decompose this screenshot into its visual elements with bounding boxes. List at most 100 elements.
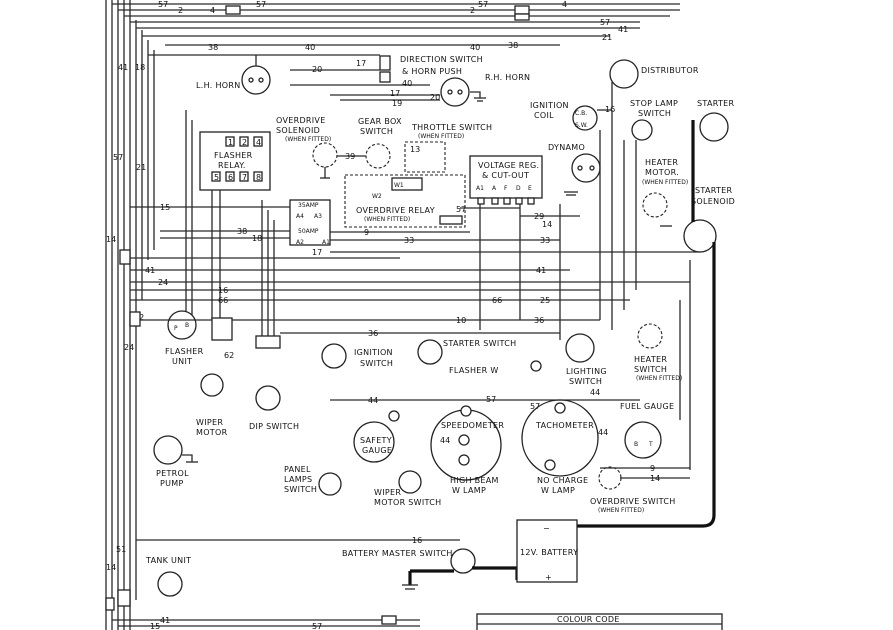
when-fitted-note: (WHEN FITTED)	[285, 136, 331, 143]
wire-number: 57	[486, 395, 496, 404]
high-beam-label-2: W LAMP	[452, 486, 486, 495]
od-terminal: W2	[372, 193, 382, 200]
coil-cb-terminal: C.B.	[575, 110, 587, 117]
lighting-switch-label-2: SWITCH	[569, 377, 602, 386]
lighting-switch-label: LIGHTING	[566, 367, 607, 376]
stop-lamp-switch: STOP LAMP SWITCH	[630, 99, 678, 141]
safety-gauge: SAFETY GAUGE 44	[330, 396, 500, 463]
wire-number: 57	[478, 0, 488, 9]
wire-number: 41	[145, 266, 155, 275]
flasher-wlamp-label: FLASHER W	[449, 366, 499, 375]
starter-solenoid-label: STARTER	[695, 186, 733, 195]
starter-switch: STARTER SWITCH 10 36	[130, 316, 600, 365]
wire-number: 40	[470, 43, 480, 52]
wire-number: 10	[456, 316, 466, 325]
wiper-motor: WIPER MOTOR 62	[196, 351, 234, 437]
wire-number: 16	[412, 536, 422, 545]
overdrive-solenoid: OVERDRIVE SOLENOID (WHEN FITTED)	[276, 116, 338, 179]
ignition-coil: IGNITION COIL C.B. S.W. 16	[530, 101, 615, 131]
voltage-reg-label: VOLTAGE REG.	[478, 161, 539, 170]
ignition-switch-label: IGNITION	[354, 348, 393, 357]
wiper-motor-switch: WIPER MOTOR SWITCH	[374, 470, 441, 507]
wire-number: 44	[598, 428, 608, 437]
wire-number: 66	[492, 296, 502, 305]
battery-master-switch: BATTERY MASTER SWITCH 16	[136, 536, 519, 590]
relay-terminal: 1	[228, 138, 233, 147]
overdrive-switch: OVERDRIVE SWITCH (WHEN FITTED) 9 14	[590, 464, 690, 514]
starter-label: STARTER	[697, 99, 735, 108]
no-charge-label: NO CHARGE	[537, 476, 588, 485]
wire-number: 19	[392, 99, 402, 108]
relay-terminal: A1	[322, 239, 330, 246]
vr-terminal: A1	[476, 185, 484, 192]
wire-number: 41	[160, 616, 170, 625]
starter-solenoid: STARTER SOLENOID	[555, 120, 735, 528]
wire-number: 16	[605, 105, 615, 114]
colour-code-table: COLOUR CODE	[476, 613, 723, 630]
flasher-relay-label: FLASHER	[214, 151, 253, 160]
tank-unit: TANK UNIT	[145, 556, 191, 597]
wire-number: 17	[312, 248, 322, 257]
wire-number: 66	[218, 296, 228, 305]
relay-terminal: 8	[256, 173, 261, 182]
fuse-rating: 35AMP	[298, 202, 319, 209]
fuel-terminal: B	[634, 441, 638, 448]
flasher-unit-label: FLASHER	[165, 347, 204, 356]
gear-box-switch: GEAR BOX SWITCH 39	[337, 117, 402, 169]
vr-terminal: D	[516, 185, 521, 192]
throttle-switch: THROTTLE SWITCH (WHEN FITTED) 13	[404, 123, 492, 173]
gear-box-switch-label: GEAR BOX	[358, 117, 402, 126]
wire-number: 20	[430, 93, 440, 102]
wire-number: 4	[562, 0, 567, 9]
when-fitted-note: (WHEN FITTED)	[642, 179, 688, 186]
relay-terminal: 6	[228, 173, 233, 182]
overdrive-switch-label: OVERDRIVE SWITCH	[590, 497, 676, 506]
top-wires	[112, 3, 680, 56]
battery-label: 12V. BATTERY	[520, 548, 578, 557]
wire-number: 57	[456, 205, 466, 214]
starter: STARTER	[697, 99, 735, 142]
overdrive-relay: OVERDRIVE RELAY (WHEN FITTED) W1 W2 57	[344, 174, 466, 228]
wire-number: 25	[540, 296, 550, 305]
flasher-relay-label-2: RELAY.	[218, 161, 246, 170]
when-fitted-note: (WHEN FITTED)	[364, 216, 410, 223]
starter-solenoid-label-2: SOLENOID	[691, 197, 735, 206]
wire-number: 16	[218, 286, 228, 295]
lh-horn: L.H. HORN	[196, 55, 271, 95]
wire-number: 21	[602, 33, 612, 42]
direction-switch: DIRECTION SWITCH & HORN PUSH 20 17 40 17…	[290, 55, 483, 108]
vr-terminal: F	[504, 185, 508, 192]
wire-number: 9	[650, 464, 655, 473]
relay-terminal: A3	[314, 213, 322, 220]
tank-unit-label: TANK UNIT	[145, 556, 191, 565]
wire-number: 41	[118, 63, 128, 72]
wire-number: 14	[650, 474, 660, 483]
wire-number: 36	[534, 316, 544, 325]
flasher-unit: P B FLASHER UNIT	[165, 310, 204, 366]
lighting-switch: LIGHTING SWITCH	[565, 333, 607, 386]
distributor-label: DISTRIBUTOR	[641, 66, 699, 75]
wiper-motor-switch-label: WIPER	[374, 488, 401, 497]
fuel-gauge-label: FUEL GAUGE	[620, 402, 674, 411]
heater-motor-label-2: MOTOR.	[645, 168, 679, 177]
overdrive-solenoid-label: OVERDRIVE	[276, 116, 326, 125]
no-charge-lamp: NO CHARGE W LAMP	[537, 476, 588, 495]
flasher-terminal: P	[174, 325, 178, 332]
wire-number: 29	[534, 212, 544, 221]
speedometer-label: SPEEDOMETER	[441, 421, 504, 430]
wire-number: 18	[135, 63, 145, 72]
wire-number: 36	[368, 329, 378, 338]
od-terminal: W1	[394, 182, 404, 189]
tachometer-label: TACHOMETER	[535, 421, 594, 430]
starter-switch-label: STARTER SWITCH	[443, 339, 516, 348]
ignition-coil-label-2: COIL	[534, 111, 554, 120]
wiper-motor-label: WIPER	[196, 418, 223, 427]
wire-number: 41	[536, 266, 546, 275]
wire-number: 20	[312, 65, 322, 74]
wire-number: 17	[356, 59, 366, 68]
wire-number: 57	[530, 402, 540, 411]
throttle-switch-label: THROTTLE SWITCH	[411, 123, 492, 132]
relay-terminal: 2	[242, 138, 247, 147]
wire-number: 44	[368, 396, 378, 405]
wire-number: 39	[345, 152, 355, 161]
